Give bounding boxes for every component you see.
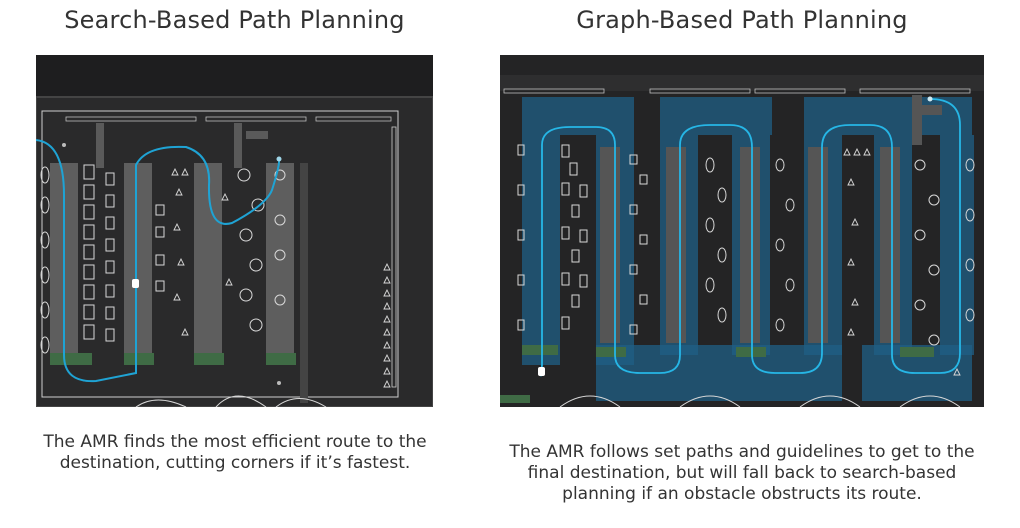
search-map-drawing xyxy=(36,96,433,407)
triangle-markers xyxy=(171,167,391,388)
right-caption-line-1: The AMR follows set paths and guidelines… xyxy=(509,442,975,462)
aisle-3 xyxy=(194,163,222,363)
aisle-4 xyxy=(266,163,294,363)
round-obstacles xyxy=(40,166,327,407)
graph-based-map xyxy=(500,55,984,407)
shelf-outlines xyxy=(83,164,165,342)
search-based-map xyxy=(36,55,433,407)
top-markers xyxy=(65,116,392,122)
triangle-markers-right xyxy=(843,147,961,376)
dock-4 xyxy=(266,353,296,365)
top-markers-right xyxy=(503,88,971,94)
shelf-outlines-right xyxy=(517,144,648,335)
aisles-right xyxy=(600,95,942,343)
dock-2 xyxy=(124,353,154,365)
right-caption: The AMR follows set paths and guidelines… xyxy=(480,442,1004,505)
amr-robot-graph xyxy=(538,367,545,376)
left-panel-title: Search-Based Path Planning xyxy=(64,6,405,34)
right-caption-line-2: final destination, but will fall back to… xyxy=(527,463,957,483)
dock-3 xyxy=(194,353,224,365)
aisle-2 xyxy=(124,163,152,363)
left-caption-line-1: The AMR finds the most efficient route t… xyxy=(43,432,427,452)
left-caption-line-2: destination, cutting corners if it’s fas… xyxy=(59,453,411,473)
destination-marker xyxy=(276,156,282,162)
left-caption: The AMR finds the most efficient route t… xyxy=(20,432,450,474)
destination-marker-graph xyxy=(927,96,933,102)
docks-right xyxy=(500,345,934,403)
dock-1 xyxy=(50,353,92,365)
graph-map-drawing xyxy=(500,55,984,407)
amr-route-graph xyxy=(540,98,961,377)
amr-robot xyxy=(132,279,139,288)
warehouse-boundary xyxy=(41,110,399,398)
amr-route xyxy=(36,139,281,383)
right-caption-line-3: planning if an obstacle obstructs its ro… xyxy=(562,484,922,504)
right-panel-title: Graph-Based Path Planning xyxy=(576,6,908,34)
round-obstacles-right xyxy=(559,157,975,407)
